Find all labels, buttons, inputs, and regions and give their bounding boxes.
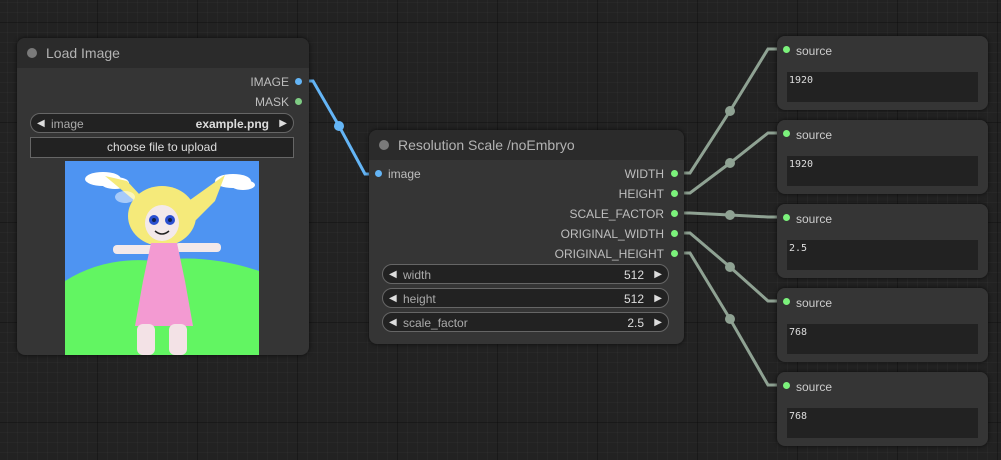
collapse-dot-icon[interactable] xyxy=(27,48,37,58)
output-dot-original-width[interactable] xyxy=(671,230,678,237)
height-number-widget[interactable]: ◀ height 512 ▶ xyxy=(382,288,669,308)
source-node-1[interactable]: source 1920 xyxy=(777,36,988,110)
node-title-bar[interactable]: source xyxy=(777,120,988,150)
collapse-dot-icon[interactable] xyxy=(379,140,389,150)
source-node-2[interactable]: source 1920 xyxy=(777,120,988,194)
widget-label: scale_factor xyxy=(403,316,468,330)
widget-value: example.png xyxy=(195,117,269,131)
output-dot-image[interactable] xyxy=(295,78,302,85)
width-number-widget[interactable]: ◀ width 512 ▶ xyxy=(382,264,669,284)
source-node-4[interactable]: source 768 xyxy=(777,288,988,362)
link-scale-factor-midpoint[interactable] xyxy=(725,210,735,220)
decrement-arrow-icon[interactable]: ◀ xyxy=(389,293,397,304)
increment-arrow-icon[interactable]: ▶ xyxy=(654,293,662,304)
node-title-bar[interactable]: source xyxy=(777,372,988,402)
widget-value: 512 xyxy=(623,268,644,282)
input-dot-image[interactable] xyxy=(375,170,382,177)
widget-label: width xyxy=(403,268,432,282)
input-dot-source[interactable] xyxy=(783,214,790,221)
value-display: 768 xyxy=(787,408,978,438)
increment-arrow-icon[interactable]: ▶ xyxy=(654,317,662,328)
value-display: 768 xyxy=(787,324,978,354)
resolution-scale-node[interactable]: Resolution Scale /noEmbryo image WIDTH H… xyxy=(369,130,684,344)
decrement-arrow-icon[interactable]: ◀ xyxy=(389,269,397,280)
link-original-width-midpoint[interactable] xyxy=(725,262,735,272)
scale-factor-number-widget[interactable]: ◀ scale_factor 2.5 ▶ xyxy=(382,312,669,332)
output-dot-mask[interactable] xyxy=(295,98,302,105)
node-title: Resolution Scale /noEmbryo xyxy=(398,137,575,153)
upload-button[interactable]: choose file to upload xyxy=(30,137,294,158)
output-label-height: HEIGHT xyxy=(618,187,664,201)
output-label-width: WIDTH xyxy=(624,167,664,181)
image-preview xyxy=(65,161,259,355)
node-title-bar[interactable]: source xyxy=(777,204,988,234)
node-title-bar[interactable]: Resolution Scale /noEmbryo xyxy=(369,130,684,160)
node-title: source xyxy=(796,212,833,226)
input-dot-source[interactable] xyxy=(783,298,790,305)
value-display: 1920 xyxy=(787,72,978,102)
decrement-arrow-icon[interactable]: ◀ xyxy=(389,317,397,328)
increment-arrow-icon[interactable]: ▶ xyxy=(279,118,287,129)
node-title-bar[interactable]: source xyxy=(777,36,988,66)
input-dot-source[interactable] xyxy=(783,382,790,389)
output-label-scale-factor: SCALE_FACTOR xyxy=(569,207,664,221)
source-node-5[interactable]: source 768 xyxy=(777,372,988,446)
image-combo-widget[interactable]: ◀ image example.png ▶ xyxy=(30,113,294,133)
input-dot-source[interactable] xyxy=(783,46,790,53)
node-title: source xyxy=(796,380,833,394)
node-title-bar[interactable]: source xyxy=(777,288,988,318)
output-dot-width[interactable] xyxy=(671,170,678,177)
widget-value: 2.5 xyxy=(627,316,644,330)
value-display: 1920 xyxy=(787,156,978,186)
link-original-height-midpoint[interactable] xyxy=(725,314,735,324)
input-dot-source[interactable] xyxy=(783,130,790,137)
output-label-original-width: ORIGINAL_WIDTH xyxy=(560,227,664,241)
output-dot-scale-factor[interactable] xyxy=(671,210,678,217)
link-width-midpoint[interactable] xyxy=(725,106,735,116)
increment-arrow-icon[interactable]: ▶ xyxy=(654,269,662,280)
node-title: source xyxy=(796,128,833,142)
widget-label: image xyxy=(51,117,84,131)
output-dot-height[interactable] xyxy=(671,190,678,197)
load-image-node[interactable]: Load Image IMAGE MASK ◀ image example.pn… xyxy=(17,38,309,355)
value-display: 2.5 xyxy=(787,240,978,270)
input-label-image: image xyxy=(388,167,421,181)
source-node-3[interactable]: source 2.5 xyxy=(777,204,988,278)
widget-label: height xyxy=(403,292,436,306)
node-title: source xyxy=(796,296,833,310)
link-image-midpoint[interactable] xyxy=(334,121,344,131)
decrement-arrow-icon[interactable]: ◀ xyxy=(37,118,45,129)
node-title: Load Image xyxy=(46,45,120,61)
output-label-image: IMAGE xyxy=(250,75,289,89)
output-dot-original-height[interactable] xyxy=(671,250,678,257)
widget-value: 512 xyxy=(623,292,644,306)
node-title: source xyxy=(796,44,833,58)
link-height-midpoint[interactable] xyxy=(725,158,735,168)
output-label-original-height: ORIGINAL_HEIGHT xyxy=(554,247,664,261)
output-label-mask: MASK xyxy=(254,95,289,109)
node-title-bar[interactable]: Load Image xyxy=(17,38,309,68)
